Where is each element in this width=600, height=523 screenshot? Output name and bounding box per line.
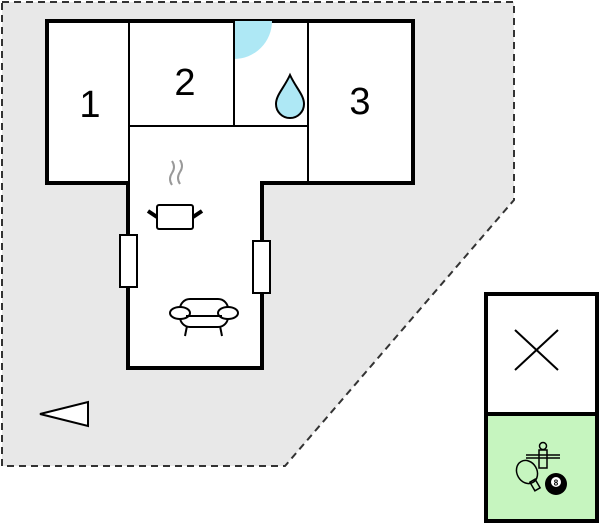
shower-icon — [234, 21, 272, 59]
interior-walls — [128, 21, 309, 183]
water-drop-icon — [274, 72, 306, 119]
room-3-label: 3 — [349, 81, 370, 123]
billiard-ball-icon: 8 — [545, 473, 567, 495]
sofa-icon — [169, 298, 239, 337]
building-outline — [45, 19, 415, 370]
room-1-label: 1 — [79, 84, 100, 126]
entrance-arrow-icon — [39, 400, 89, 428]
window-icon — [119, 234, 138, 288]
legend: 8 — [484, 292, 599, 523]
ball-number: 8 — [554, 479, 559, 488]
room-2-label: 2 — [174, 62, 195, 104]
table-football-icon — [526, 441, 560, 469]
window-icon — [252, 240, 271, 294]
cooking-pot-icon — [146, 159, 204, 230]
table-tennis-icon — [515, 459, 542, 492]
cross-icon — [514, 329, 559, 371]
